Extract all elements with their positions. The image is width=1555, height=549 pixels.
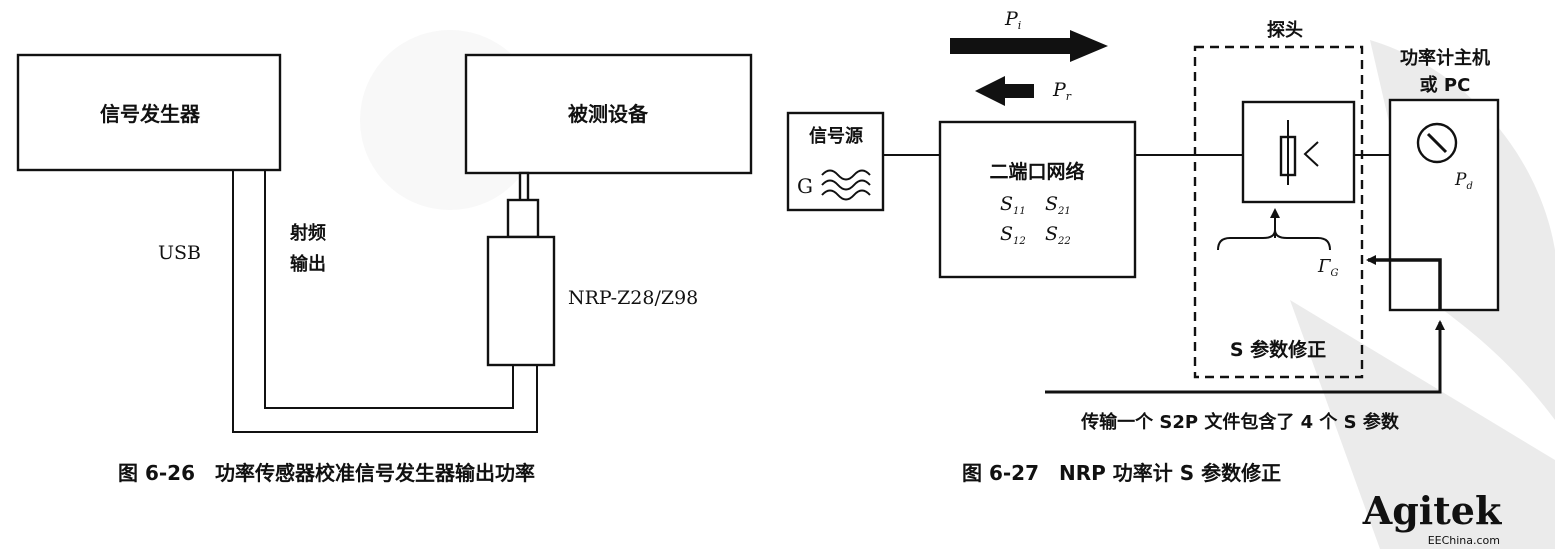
caption-6-27: 图 6-27 NRP 功率计 S 参数修正 [962, 461, 1281, 485]
sensor-diode-mark [1303, 141, 1319, 167]
dut-box [464, 53, 753, 175]
usb-cable [232, 170, 538, 433]
figure-6-26: 信号发生器 被测设备 USB 射频 输出 NRP-Z28/Z98 图 6-26 … [16, 53, 753, 485]
transfer-note-label: 传输一个 S2P 文件包含了 4 个 S 参数 [1080, 411, 1400, 433]
figure-6-27: Pi Pr 信号源 G 二端口网络 S11 S21 S12 S22 探头 [786, 8, 1500, 485]
usb-label: USB [158, 242, 201, 264]
rf-cable [264, 170, 514, 409]
reflected-power-arrow [975, 76, 1034, 106]
s22-label: S22 [1045, 223, 1071, 247]
two-port-network-box [938, 120, 1137, 279]
rf-output-label-line1: 射频 [289, 222, 326, 244]
signal-source-label: 信号源 [809, 125, 863, 147]
correction-brace [1217, 229, 1331, 251]
sensor-model-label: NRP-Z28/Z98 [568, 287, 698, 309]
reflected-power-label: Pr [1052, 79, 1072, 103]
gamma-label: ΓG [1317, 256, 1339, 279]
sensor-connector-stem [518, 171, 530, 203]
sensor-connector [506, 198, 540, 239]
signal-source-g: G [797, 174, 813, 198]
rf-output-label-line2: 输出 [290, 253, 326, 275]
s11-label: S11 [1000, 193, 1026, 217]
s-correction-label: S 参数修正 [1230, 338, 1326, 361]
signal-generator-label: 信号发生器 [100, 102, 201, 126]
s21-label: S21 [1045, 193, 1071, 217]
dut-label: 被测设备 [568, 102, 649, 126]
caption-6-26: 图 6-26 功率传感器校准信号发生器输出功率 [118, 461, 535, 485]
probe-dashed-box [1193, 45, 1364, 379]
s12-label: S12 [1000, 223, 1026, 247]
pd-label: Pd [1454, 170, 1473, 192]
forward-power-label: Pi [1004, 8, 1021, 32]
meter-needle [1426, 132, 1448, 154]
meter-label-line2: 或 PC [1420, 74, 1471, 96]
logo-site-text: EEChina.com [1428, 534, 1500, 547]
agitek-logo: Agitek EEChina.com [1362, 488, 1502, 547]
logo-brand-text: Agitek [1362, 488, 1502, 533]
s2p-transfer-arrow [1045, 320, 1445, 394]
power-sensor-body [486, 235, 556, 367]
probe-label: 探头 [1267, 19, 1303, 41]
signal-generator-box [16, 53, 282, 172]
sine-wave-icon [821, 169, 871, 201]
forward-power-arrow [950, 30, 1108, 62]
correction-feedback-arrow [1366, 255, 1442, 310]
meter-label-line1: 功率计主机 [1400, 47, 1490, 69]
sensor-element-box [1241, 100, 1356, 204]
network-label: 二端口网络 [989, 160, 1084, 183]
